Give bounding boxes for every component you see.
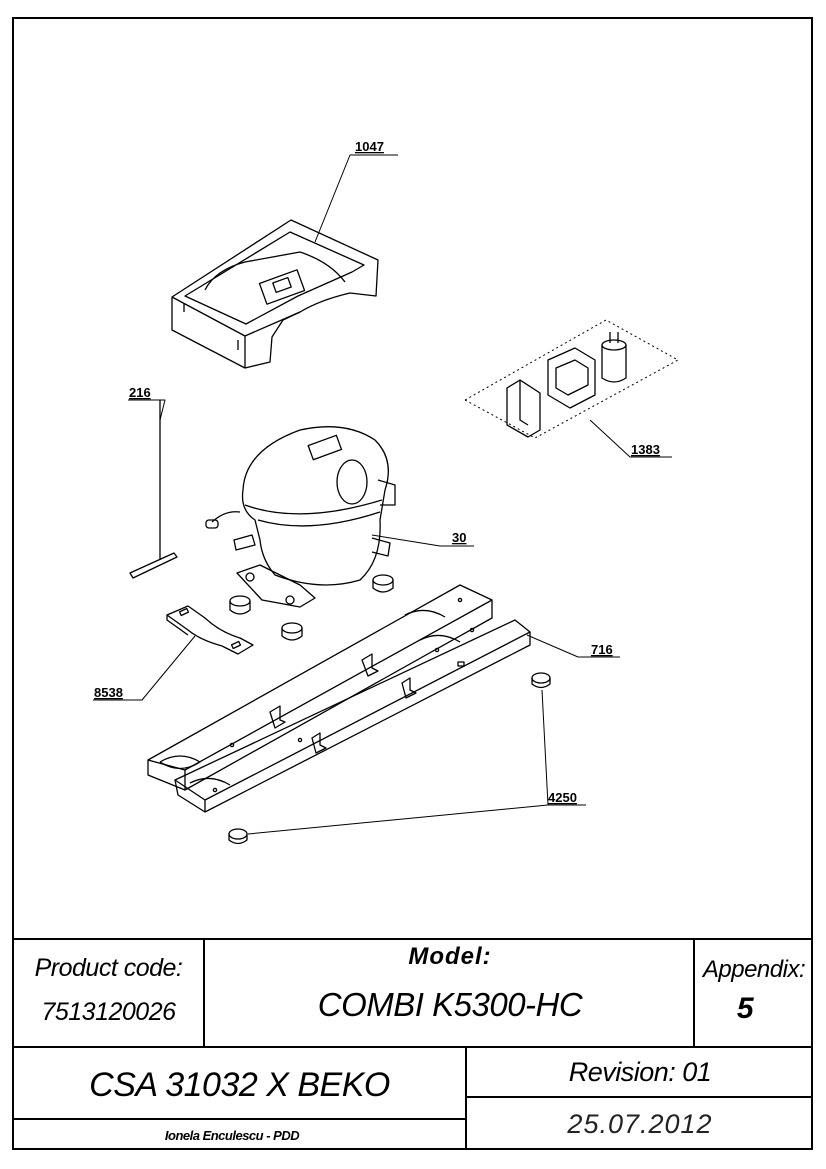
model-cell: Model: COMBI K5300-HC bbox=[205, 938, 695, 1046]
part-716-base-rails bbox=[147, 584, 531, 813]
drawing-sheet-border bbox=[12, 17, 813, 1150]
series-value: CSA 31032 X BEKO bbox=[89, 1066, 390, 1104]
rubber-grommets bbox=[228, 574, 551, 845]
leader-lines bbox=[93, 154, 672, 835]
product-code-label: Product code: bbox=[34, 954, 183, 982]
appendix-value: 5 bbox=[736, 992, 754, 1025]
series-cell: CSA 31032 X BEKO bbox=[12, 1046, 467, 1118]
callout-1383: 1383 bbox=[631, 442, 660, 457]
date-cell: 25.07.2012 bbox=[467, 1098, 813, 1150]
date-value: 25.07.2012 bbox=[567, 1109, 713, 1139]
part-30-compressor bbox=[205, 426, 396, 608]
callout-1047: 1047 bbox=[355, 139, 384, 154]
title-block bbox=[12, 938, 813, 1150]
part-1383-relay-kit bbox=[464, 319, 679, 439]
model-value: COMBI K5300-HC bbox=[317, 986, 583, 1023]
model-label: Model: bbox=[408, 943, 492, 970]
revision-value: Revision: 01 bbox=[568, 1057, 712, 1087]
exploded-parts-drawing: 1047 216 1383 30 716 8538 4250 bbox=[93, 139, 679, 845]
callout-216: 216 bbox=[129, 385, 151, 400]
part-8538-bracket bbox=[166, 605, 254, 655]
revision-cell: Revision: 01 bbox=[467, 1046, 813, 1098]
product-code-value: 7513120026 bbox=[41, 998, 176, 1026]
author-value: Ionela Enculescu - PDD bbox=[164, 1128, 300, 1143]
callout-4250: 4250 bbox=[548, 790, 577, 805]
callout-8538: 8538 bbox=[94, 685, 123, 700]
part-216-rod bbox=[129, 400, 178, 579]
author-cell: Ionela Enculescu - PDD bbox=[12, 1118, 467, 1150]
appendix-label: Appendix: bbox=[702, 956, 806, 983]
product-code-cell: Product code: 7513120026 bbox=[12, 938, 205, 1046]
callout-716: 716 bbox=[591, 642, 613, 657]
part-1047-cover-tray bbox=[171, 219, 379, 369]
callout-30: 30 bbox=[452, 530, 466, 545]
appendix-cell: Appendix: 5 bbox=[695, 938, 813, 1046]
